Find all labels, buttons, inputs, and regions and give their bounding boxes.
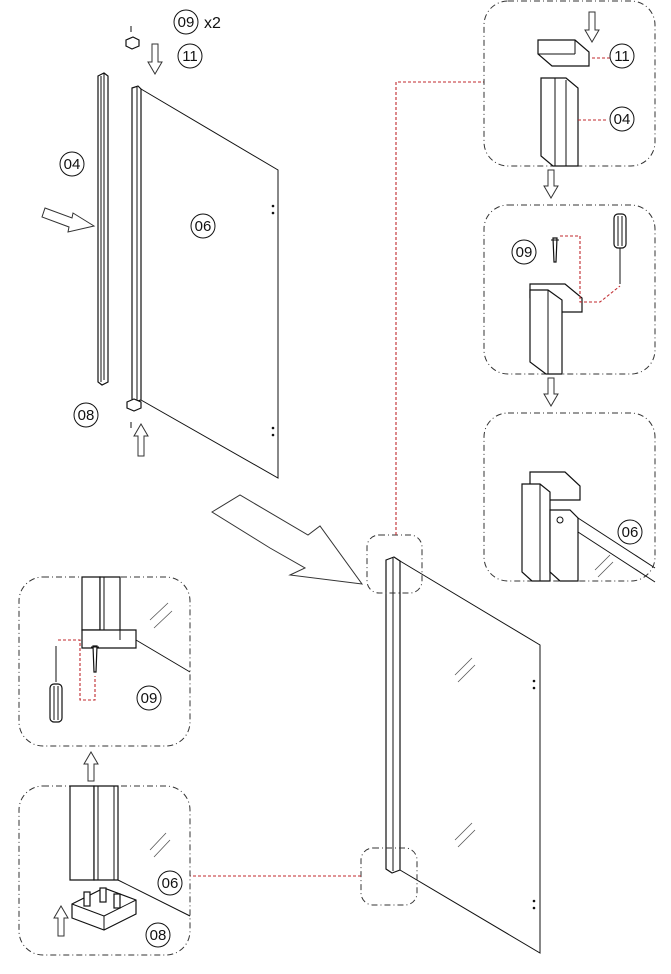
detail-b: 09 xyxy=(483,204,656,375)
glass-panel-06 xyxy=(131,85,279,479)
top-cap-11 xyxy=(125,26,140,50)
label-06: 06 xyxy=(190,213,216,239)
svg-text:x2: x2 xyxy=(204,15,221,32)
exploded-view: 04 06 08 09 x2 11 xyxy=(41,9,279,479)
screwdriver-icon xyxy=(49,646,63,723)
label-04: 04 xyxy=(59,151,85,177)
svg-text:06: 06 xyxy=(622,524,639,541)
label-09-top: 09 x2 xyxy=(173,9,221,35)
up-arrow-e-d xyxy=(83,751,99,782)
svg-text:08: 08 xyxy=(150,927,167,944)
detail-c: 06 xyxy=(483,412,656,583)
screw-icon xyxy=(551,237,559,263)
svg-text:11: 11 xyxy=(614,48,630,65)
top-callout-marker xyxy=(366,534,423,594)
label-08: 08 xyxy=(73,402,99,428)
transition-arrow xyxy=(211,494,364,585)
svg-text:09: 09 xyxy=(141,690,158,707)
svg-text:08: 08 xyxy=(78,407,95,424)
svg-text:06: 06 xyxy=(162,875,179,892)
svg-text:04: 04 xyxy=(64,156,81,173)
down-arrow-b-c xyxy=(543,377,559,407)
assembled-view xyxy=(360,534,541,954)
svg-text:09: 09 xyxy=(178,14,195,31)
bracket-08 xyxy=(71,887,137,931)
profile-04 xyxy=(97,72,109,386)
svg-text:04: 04 xyxy=(614,111,631,128)
detail-d: 09 xyxy=(18,576,191,747)
leader-lines xyxy=(190,81,484,877)
screw-icon xyxy=(91,645,99,673)
detail-e: 06 08 xyxy=(18,785,191,956)
label-11-top: 11 xyxy=(177,43,203,69)
down-arrow-top xyxy=(147,43,163,75)
screwdriver-icon xyxy=(613,213,627,284)
bottom-bracket-08 xyxy=(126,398,142,428)
up-arrow-bottom xyxy=(133,423,149,457)
svg-text:09: 09 xyxy=(516,244,533,261)
insert-arrow xyxy=(41,207,96,233)
down-arrow-a-b xyxy=(543,169,559,199)
detail-a: 11 04 xyxy=(483,0,656,167)
svg-text:06: 06 xyxy=(195,218,212,235)
svg-text:11: 11 xyxy=(182,48,198,65)
